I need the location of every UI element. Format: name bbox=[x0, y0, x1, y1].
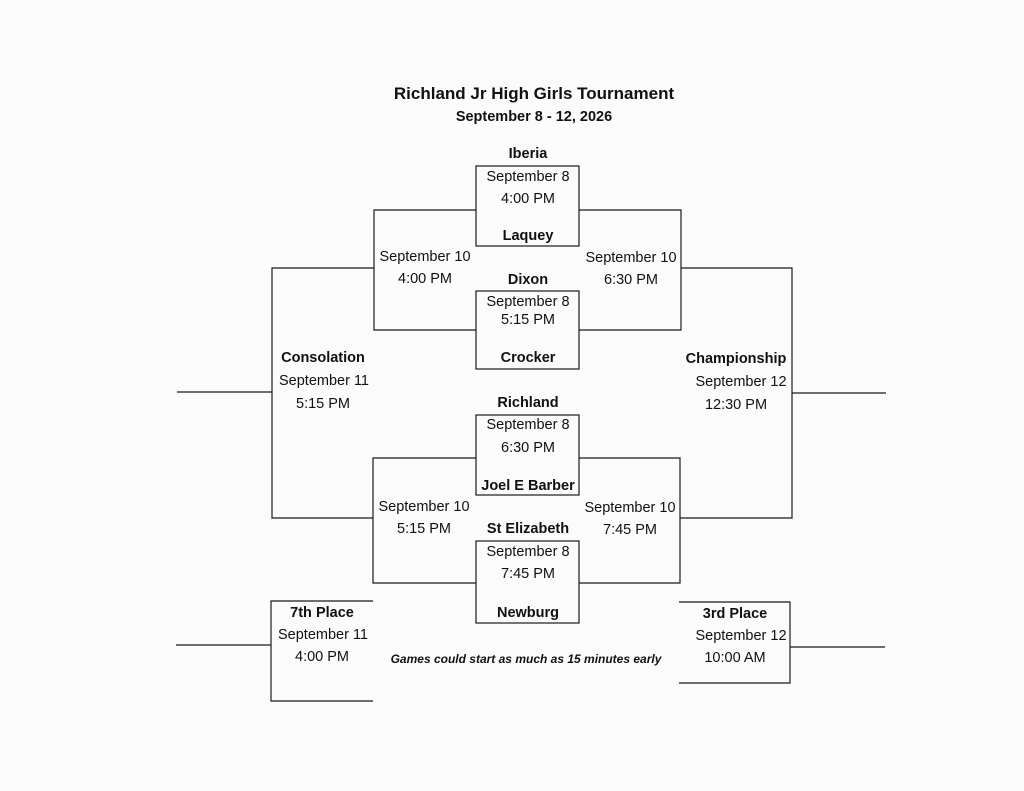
game-time: 5:15 PM bbox=[501, 312, 555, 328]
consolation-date: September 11 bbox=[278, 373, 370, 389]
team-newburg: Newburg bbox=[496, 605, 560, 621]
bracket-line-semi-right-bottom bbox=[579, 457, 681, 584]
game-box-g1 bbox=[475, 165, 580, 247]
seventh-place-time: 4:00 PM bbox=[295, 649, 349, 665]
game-date: September 8 bbox=[486, 294, 570, 310]
championship-date: September 12 bbox=[695, 374, 787, 390]
game-box-g4 bbox=[475, 540, 580, 624]
championship-label: Championship bbox=[685, 351, 787, 367]
championship-time: 12:30 PM bbox=[704, 397, 768, 413]
team-crocker: Crocker bbox=[500, 350, 556, 366]
semi-time: 4:00 PM bbox=[398, 271, 452, 287]
page-subtitle: September 8 - 12, 2026 bbox=[455, 109, 613, 125]
third-place-time: 10:00 AM bbox=[704, 650, 766, 666]
semi-date: September 10 bbox=[379, 249, 471, 265]
third-place-date: September 12 bbox=[695, 628, 787, 644]
bracket-line-seventh-place bbox=[270, 600, 373, 702]
game-time: 4:00 PM bbox=[501, 191, 555, 207]
team-richland: Richland bbox=[497, 395, 559, 411]
semi-date: September 10 bbox=[585, 250, 677, 266]
consolation-time: 5:15 PM bbox=[296, 396, 350, 412]
team-iberia: Iberia bbox=[508, 146, 548, 162]
game-date: September 8 bbox=[486, 417, 570, 433]
bracket-line-consolation bbox=[271, 267, 374, 519]
bracket-line-third-place bbox=[679, 601, 791, 684]
semi-date: September 10 bbox=[584, 500, 676, 516]
team-laquey: Laquey bbox=[502, 228, 554, 244]
seventh-place-label: 7th Place bbox=[290, 605, 354, 621]
bracket-line-championship bbox=[680, 267, 793, 519]
semi-date: September 10 bbox=[378, 499, 470, 515]
start-time-note: Games could start as much as 15 minutes … bbox=[390, 652, 662, 666]
game-box-g3 bbox=[475, 414, 580, 496]
semi-time: 5:15 PM bbox=[397, 521, 451, 537]
consolation-label: Consolation bbox=[281, 350, 365, 366]
third-place-label: 3rd Place bbox=[702, 606, 768, 622]
team-st-elizabeth: St Elizabeth bbox=[486, 521, 570, 537]
bracket-line-semi-left-top bbox=[373, 209, 476, 331]
game-time: 6:30 PM bbox=[501, 440, 555, 456]
page-title: Richland Jr High Girls Tournament bbox=[393, 84, 675, 103]
game-date: September 8 bbox=[486, 169, 570, 185]
team-joel-e-barber: Joel E Barber bbox=[481, 478, 575, 494]
team-dixon: Dixon bbox=[507, 272, 549, 288]
seventh-place-date: September 11 bbox=[277, 627, 369, 643]
semi-time: 7:45 PM bbox=[603, 522, 657, 538]
bracket-line-semi-left-bottom bbox=[372, 457, 476, 584]
bracket-line-semi-right-top bbox=[579, 209, 682, 331]
game-time: 7:45 PM bbox=[501, 566, 555, 582]
game-date: September 8 bbox=[486, 544, 570, 560]
semi-time: 6:30 PM bbox=[604, 272, 658, 288]
